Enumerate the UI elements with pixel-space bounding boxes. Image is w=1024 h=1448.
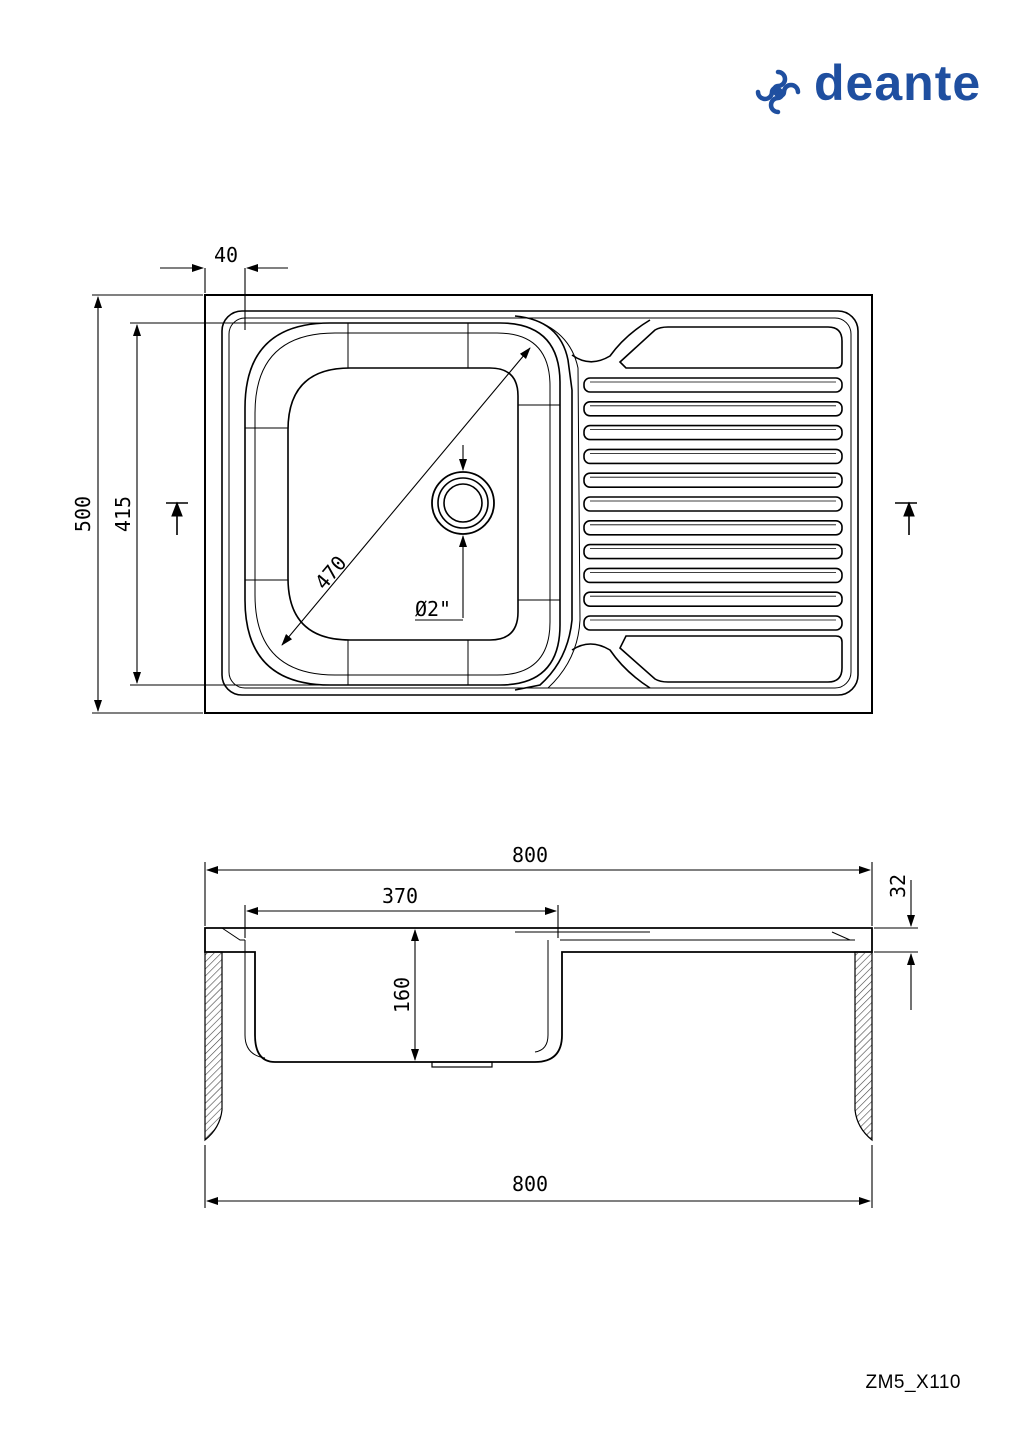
drainer-rib xyxy=(583,615,843,631)
product-code: ZM5_X110 xyxy=(865,1372,961,1393)
top-view-dimensions xyxy=(92,264,917,714)
drainer-rib xyxy=(583,543,843,560)
drainer-rib xyxy=(583,591,843,608)
drainer-rib xyxy=(583,448,843,465)
drainer-rib xyxy=(583,472,843,489)
side-view-dimensions xyxy=(204,862,918,1208)
side-view-dim-text: 800 370 160 32 800 xyxy=(382,843,910,1196)
dim-drain: Ø2" xyxy=(415,597,451,621)
dim-thickness: 32 xyxy=(886,874,910,898)
drainer-rib xyxy=(583,424,843,441)
deante-logo-icon xyxy=(755,69,801,115)
drainer-rib xyxy=(583,567,843,584)
dim-bowl-width: 370 xyxy=(382,884,418,908)
drainer-rib xyxy=(583,496,843,512)
drainer-rib xyxy=(583,400,843,417)
dim-height-total: 500 xyxy=(71,496,95,532)
drain-circle xyxy=(431,471,495,535)
drainer-rib xyxy=(583,519,843,536)
brand-name: deante xyxy=(814,55,982,111)
top-view-dim-text: 40 500 415 470 Ø2" xyxy=(71,243,451,621)
wall-right xyxy=(854,951,873,1142)
drainer-rib xyxy=(583,377,843,393)
dim-width-top: 800 xyxy=(512,843,548,867)
brand-logo: deante xyxy=(752,55,980,116)
top-view xyxy=(204,294,873,714)
dim-flange: 40 xyxy=(214,243,238,267)
dim-width-bottom: 800 xyxy=(512,1172,548,1196)
sink-bowl xyxy=(244,322,561,686)
dim-diagonal: 470 xyxy=(310,551,352,594)
sink-outline xyxy=(204,294,873,714)
drainer-ribs xyxy=(583,377,843,631)
side-view xyxy=(204,927,873,1142)
dim-height-bowl: 415 xyxy=(111,496,135,532)
wall-left xyxy=(204,951,223,1142)
dim-bowl-depth: 160 xyxy=(390,977,414,1013)
sink-rim-outer xyxy=(221,310,859,696)
